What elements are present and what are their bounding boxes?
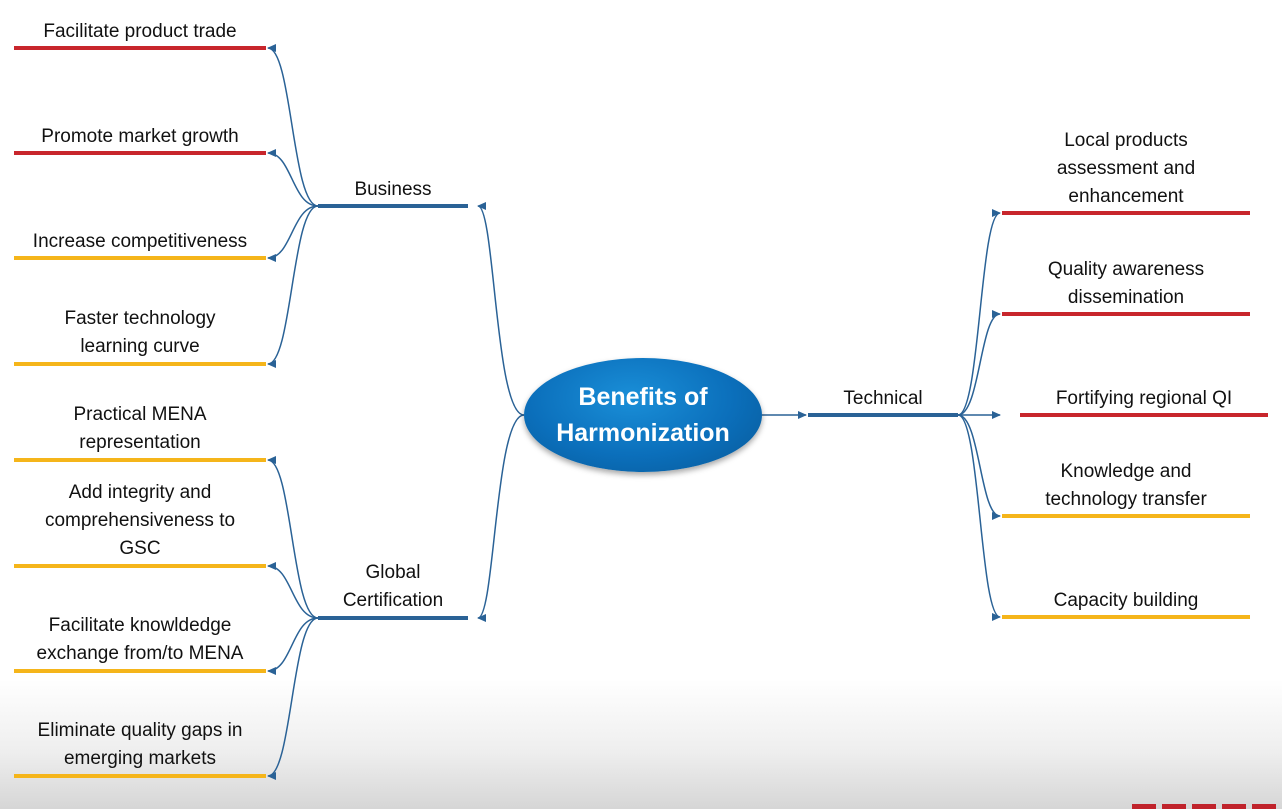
business-leaf-2: Promote market growth	[41, 126, 239, 147]
branch-business-label: Business	[354, 179, 432, 200]
connector-certification-leaf-4	[267, 617, 319, 780]
connector-business-leaf-3	[267, 205, 319, 262]
technical-leaf-1: Local products assessment and enhancemen…	[1056, 130, 1196, 207]
technical-leaf-5: Capacity building	[1053, 590, 1199, 611]
branch-global-certification-label: Global Certification	[342, 562, 444, 611]
technical-leaf-5-bar[interactable]	[1002, 615, 1250, 619]
certification-leaf-2: Add integrity and comprehensiveness to G…	[44, 482, 236, 559]
technical-leaf-2-bar[interactable]	[1002, 312, 1250, 316]
business-leaf-4: Faster technology learning curve	[64, 308, 216, 357]
branch-global-certification-bar[interactable]	[318, 616, 468, 620]
corner-logo-strip	[1132, 804, 1282, 809]
connector-certification-leaf-1	[267, 456, 319, 619]
business-leaf-3-bar[interactable]	[14, 256, 266, 260]
connector-certification-leaf-2	[267, 562, 319, 619]
connector-technical-leaf-5	[957, 414, 1001, 621]
certification-leaf-2-bar[interactable]	[14, 564, 266, 568]
connector-center-business	[477, 202, 525, 416]
certification-leaf-1-bar[interactable]	[14, 458, 266, 462]
branch-technical-bar[interactable]	[808, 413, 958, 417]
certification-leaf-4-bar[interactable]	[14, 774, 266, 778]
connector-technical-leaf-4	[957, 414, 1001, 520]
technical-leaf-3: Fortifying regional QI	[1055, 388, 1233, 409]
business-leaf-1-bar[interactable]	[14, 46, 266, 50]
certification-leaf-4: Eliminate quality gaps in emerging marke…	[37, 720, 243, 769]
connector-business-leaf-2	[267, 149, 319, 207]
technical-leaf-3-bar[interactable]	[1020, 413, 1268, 417]
branch-business-bar[interactable]	[318, 204, 468, 208]
technical-leaf-2: Quality awareness dissemination	[1047, 259, 1205, 308]
branch-technical-label: Technical	[843, 388, 923, 409]
certification-leaf-1: Practical MENA representation	[73, 404, 207, 453]
central-topic[interactable]: Benefits of Harmonization	[524, 358, 762, 472]
connector-business-leaf-4	[267, 205, 319, 368]
business-leaf-1: Facilitate product trade	[43, 21, 237, 42]
certification-leaf-3: Facilitate knowldedge exchange from/to M…	[36, 615, 244, 664]
certification-leaf-3-bar[interactable]	[14, 669, 266, 673]
connector-center-certification	[477, 414, 525, 622]
technical-leaf-4: Knowledge and technology transfer	[1045, 461, 1207, 510]
technical-leaf-4-bar[interactable]	[1002, 514, 1250, 518]
central-topic-label: Benefits of Harmonization	[556, 383, 730, 447]
technical-leaf-1-bar[interactable]	[1002, 211, 1250, 215]
business-leaf-2-bar[interactable]	[14, 151, 266, 155]
connector-certification-leaf-3	[267, 617, 319, 675]
business-leaf-3: Increase competitiveness	[32, 231, 248, 252]
connector-technical-leaf-1	[957, 209, 1001, 416]
connector-technical-leaf-2	[957, 310, 1001, 416]
connector-business-leaf-1	[267, 44, 319, 207]
business-leaf-4-bar[interactable]	[14, 362, 266, 366]
